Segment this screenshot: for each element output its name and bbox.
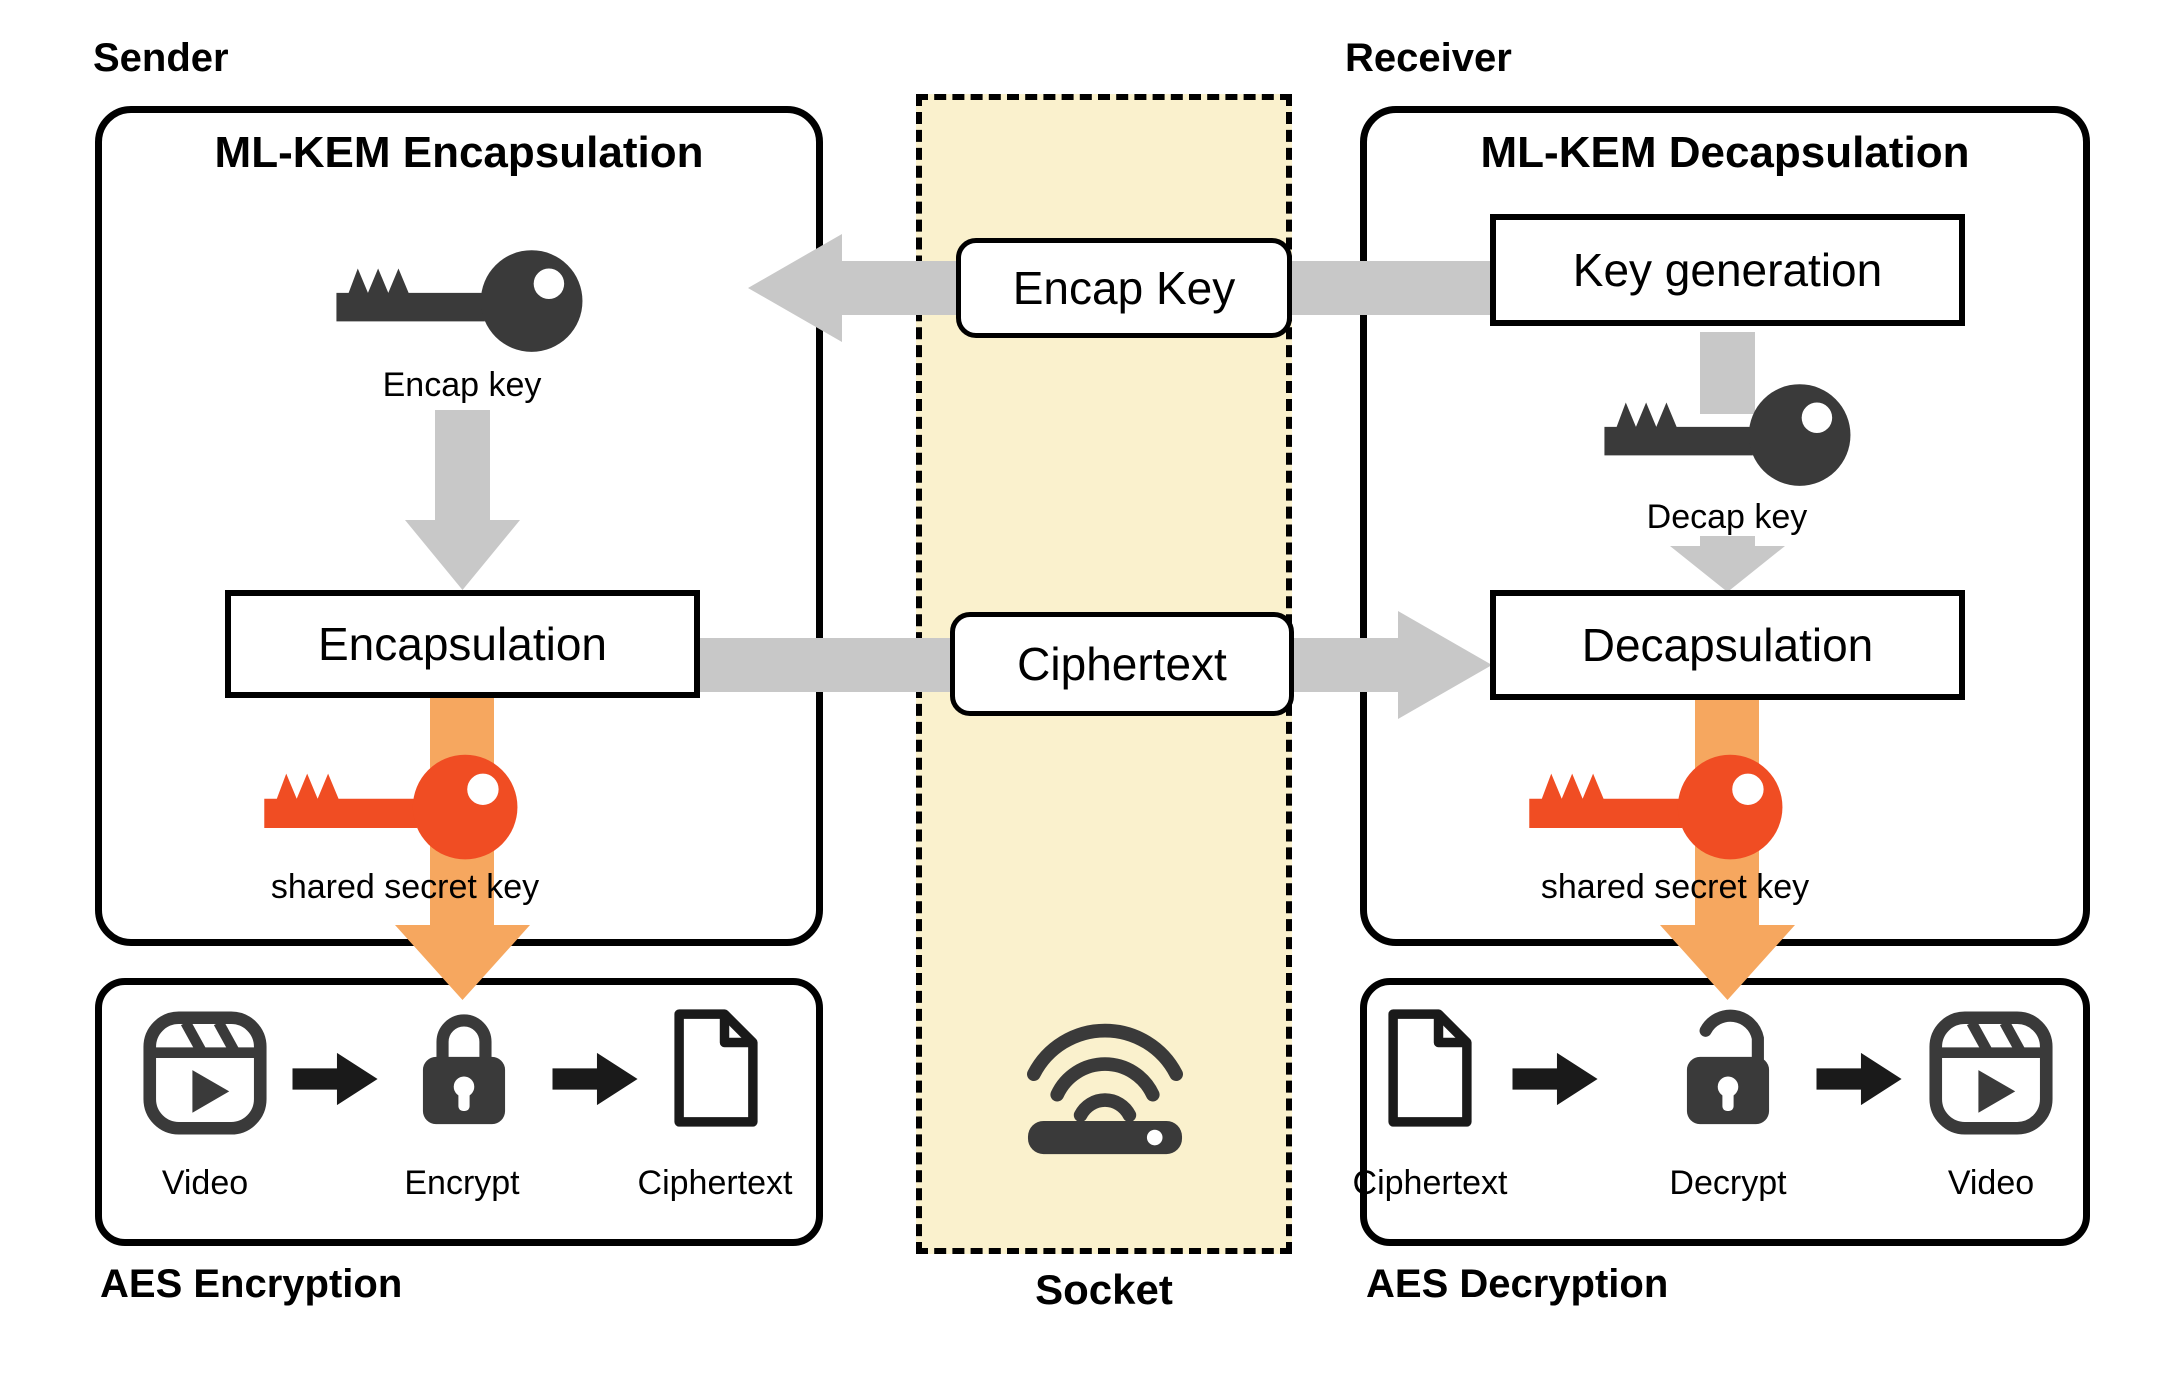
arrow-right-icon <box>292 1052 378 1106</box>
sender-role-label: Sender <box>93 36 229 80</box>
receiver-role-label: Receiver <box>1345 36 1512 80</box>
keygen-down-shaft-icon <box>1700 332 1755 414</box>
arrow-right-icon <box>552 1052 638 1106</box>
decapsulation-box: Decapsulation <box>1490 590 1965 700</box>
document-icon <box>1388 1009 1472 1127</box>
receiver-shared-secret-key-icon <box>1529 754 1783 860</box>
ciphertext-message: Ciphertext <box>950 612 1294 716</box>
arrow-right-icon <box>1816 1052 1902 1106</box>
receiver-shared-secret-label: shared secret key <box>1540 868 1810 906</box>
sender-step-encrypt-label: Encrypt <box>404 1164 520 1202</box>
key-generation-box: Key generation <box>1490 214 1965 326</box>
video-reel-icon <box>143 1011 267 1135</box>
document-icon <box>674 1009 758 1127</box>
receiver-key-down-arrow-icon <box>1670 536 1785 592</box>
receiver-step-video-label: Video <box>1947 1164 2035 1202</box>
video-reel-icon <box>1929 1011 2053 1135</box>
sender-aes-title: AES Encryption <box>100 1262 403 1306</box>
socket-label: Socket <box>1035 1266 1173 1313</box>
sender-kem-title: ML-KEM Encapsulation <box>214 128 704 177</box>
receiver-step-ciphertext-label: Ciphertext <box>1352 1164 1508 1202</box>
sender-step-ciphertext-label: Ciphertext <box>637 1164 793 1202</box>
encap-key-icon <box>336 250 583 352</box>
decap-key-label: Decap key <box>1646 498 1808 536</box>
sender-step-video-label: Video <box>161 1164 249 1202</box>
arrow-right-icon <box>1512 1052 1598 1106</box>
receiver-aes-title: AES Decryption <box>1366 1262 1669 1306</box>
encap-key-message: Encap Key <box>956 238 1292 338</box>
encapsulation-box: Encapsulation <box>225 590 700 698</box>
wifi-router-icon <box>1027 1023 1183 1155</box>
sender-key-down-arrow-icon <box>405 410 520 590</box>
sender-shared-secret-label: shared secret key <box>270 868 540 906</box>
sender-shared-secret-key-icon <box>264 754 518 860</box>
encap-key-label: Encap key <box>382 366 542 404</box>
lock-closed-icon <box>422 1014 506 1125</box>
decap-key-icon <box>1604 384 1851 486</box>
lock-open-icon <box>1686 1009 1770 1125</box>
receiver-kem-title: ML-KEM Decapsulation <box>1480 128 1970 177</box>
receiver-step-decrypt-label: Decrypt <box>1669 1164 1787 1202</box>
